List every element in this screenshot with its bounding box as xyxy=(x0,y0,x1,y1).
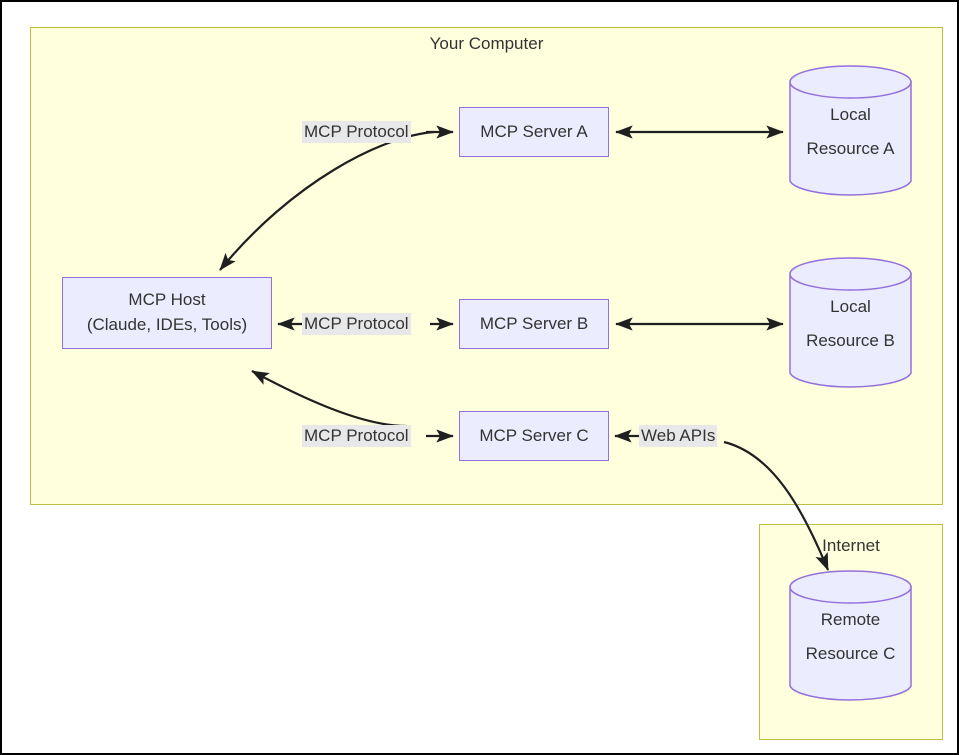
node-remote-resource-c[interactable]: Remote Resource C xyxy=(789,570,912,703)
node-mcp-server-c[interactable]: MCP Server C xyxy=(459,411,609,461)
node-mcp-host[interactable]: MCP Host (Claude, IDEs, Tools) xyxy=(62,277,272,349)
edge-label-host-to-server-c: MCP Protocol xyxy=(302,425,411,448)
group-label-your-computer: Your Computer xyxy=(429,34,544,53)
node-mcp-server-a-label: MCP Server A xyxy=(480,121,588,141)
edge-label-web-apis: Web APIs xyxy=(639,425,718,448)
node-mcp-server-b-label: MCP Server B xyxy=(479,313,589,333)
node-mcp-server-b[interactable]: MCP Server B xyxy=(459,299,609,349)
node-local-resource-a[interactable]: Local Resource A xyxy=(789,65,912,198)
edge-label-host-to-server-b: MCP Protocol xyxy=(302,313,411,336)
node-mcp-server-a[interactable]: MCP Server A xyxy=(459,107,609,157)
node-mcp-server-c-label: MCP Server C xyxy=(479,425,589,445)
group-label-internet: Internet xyxy=(822,536,880,555)
edge-label-host-to-server-a: MCP Protocol xyxy=(302,121,411,144)
node-mcp-host-line2: (Claude, IDEs, Tools) xyxy=(86,315,248,334)
node-local-resource-b[interactable]: Local Resource B xyxy=(789,257,912,390)
node-mcp-host-line1: MCP Host xyxy=(128,290,206,310)
